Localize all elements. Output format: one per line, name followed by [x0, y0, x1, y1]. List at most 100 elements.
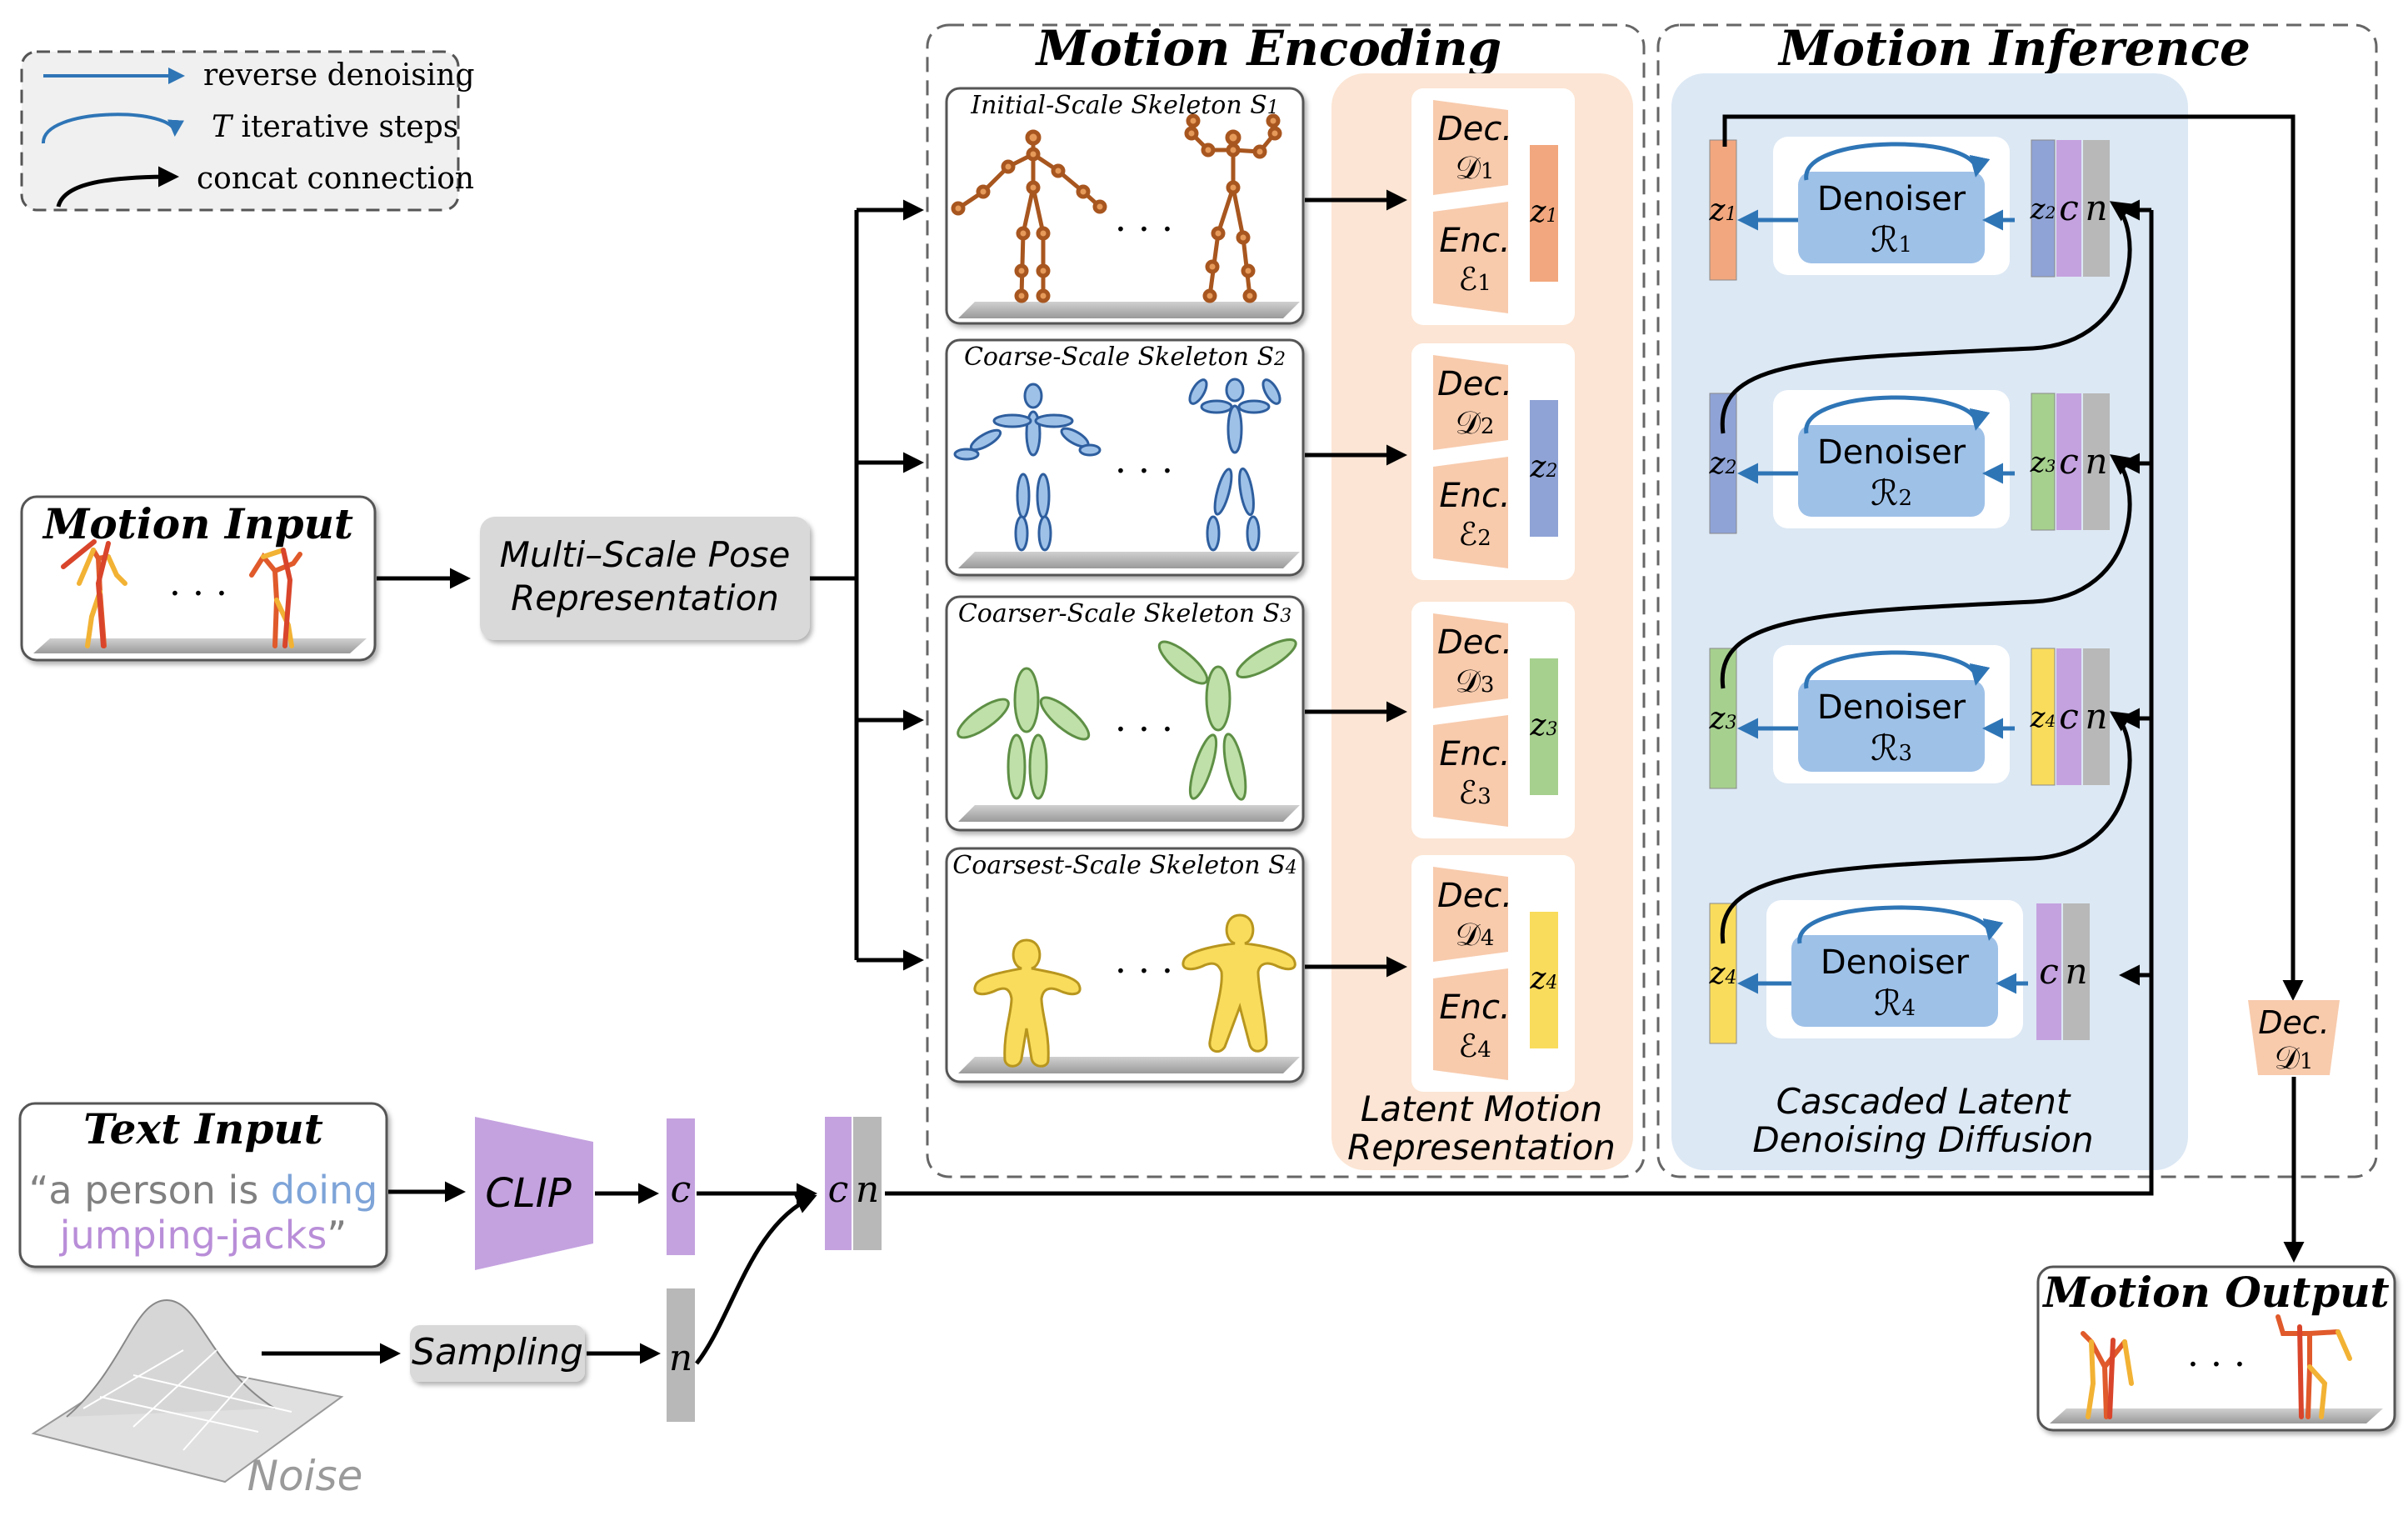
denoiser-symbol: ℛ2: [1871, 473, 1912, 513]
ellipsis: · · ·: [1115, 208, 1173, 251]
latent-z-label: z4: [1530, 962, 1558, 996]
floor: [2050, 1408, 2383, 1423]
dec-label: Dec.: [1437, 623, 1512, 662]
encoder-shape: [1433, 968, 1508, 1080]
clip-label: CLIP: [485, 1170, 571, 1217]
encoder-shape: [1433, 715, 1508, 827]
denoiser-label: Denoiser: [1817, 180, 1966, 218]
latent-z-bar: [1530, 658, 1558, 795]
latent-z-label: z2: [1530, 450, 1558, 484]
legend-concat-connection: concat connection: [197, 162, 474, 196]
denoiser-symbol: ℛ3: [1871, 728, 1912, 768]
cn-feed-line: [885, 210, 2154, 1196]
legend-reverse-denoising: reverse denoising: [203, 58, 475, 93]
enc-label: Enc.: [1439, 735, 1510, 773]
enc-symbol: ℰ3: [1458, 774, 1491, 811]
multi-scale-line2: Representation: [511, 578, 779, 618]
enc-symbol: ℰ1: [1458, 261, 1491, 298]
dec-symbol: 𝒟2: [1456, 404, 1495, 441]
c-symbol: c: [2059, 441, 2079, 482]
motion-encoding-frame: [926, 23, 1646, 1178]
noise-n: n: [667, 1288, 695, 1422]
denoiser-block: [1798, 680, 1985, 772]
ellipsis: · · ·: [1115, 950, 1173, 993]
sampling-label: Sampling: [412, 1331, 583, 1373]
skeleton-figure: [2081, 1331, 2134, 1419]
denoiser-block: [1791, 935, 1998, 1027]
decoder-shape: [1433, 100, 1508, 195]
ellipsis: · · ·: [169, 573, 227, 615]
motion-input-box: Motion Input · · ·: [20, 495, 377, 662]
n-bar: [2083, 140, 2110, 277]
n-symbol: n: [2085, 188, 2107, 228]
floor: [33, 638, 367, 653]
output-decoder-symbol: 𝒟1: [2275, 1039, 2314, 1076]
n-bar: [2083, 393, 2110, 530]
latent-motion-label-2: Representation: [1347, 1127, 1616, 1168]
text-prompt-line2: jumping-jacks”: [59, 1213, 347, 1258]
skeleton-box-3: Coarser-Scale Skeleton S3 · · ·: [945, 595, 1305, 832]
n-symbol: n: [2085, 441, 2107, 482]
n-bar: [2063, 903, 2090, 1040]
floor: [958, 552, 1300, 568]
c-symbol: c: [2059, 696, 2079, 737]
iterative-loop-arrow: [1804, 142, 1991, 181]
skeleton-figure: [951, 129, 1107, 303]
denoiser-block: [1798, 172, 1985, 263]
skeleton-figure: [2276, 1314, 2352, 1419]
skeleton-figure: [249, 548, 302, 648]
motion-inference-title: Motion Inference: [1777, 20, 2251, 77]
c-symbol: c: [828, 1168, 849, 1211]
ellipsis: · · ·: [2187, 1343, 2246, 1386]
ellipsis: · · ·: [1115, 708, 1173, 751]
concat-connection-2-1: [1720, 201, 2133, 434]
latent-z-bar: [1530, 400, 1558, 537]
motion-input-title: Motion Input: [42, 499, 353, 548]
n-symbol: n: [856, 1168, 879, 1211]
text-input-box: Text Input “a person is doing jumping-ja…: [18, 1102, 388, 1268]
c-bar: [2036, 903, 2061, 1040]
legend: reverse denoising T iterative steps conc…: [20, 50, 475, 212]
cascade-label-2: Denoising Diffusion: [1752, 1119, 2093, 1160]
skeleton-box-2: Coarse-Scale Skeleton S2 · · ·: [945, 338, 1305, 577]
skeleton-label-1: Initial-Scale Skeleton S1: [970, 91, 1279, 120]
motion-output-title: Motion Output: [2041, 1268, 2389, 1317]
output-decoder: Dec. 𝒟1: [2248, 1000, 2340, 1076]
c-bar: [2056, 140, 2081, 277]
skeleton-figure: [953, 383, 1102, 552]
c-symbol: c: [2059, 188, 2079, 228]
z-input-bar: [2031, 139, 2056, 278]
iterative-loop-arrow: [1804, 650, 1991, 689]
dec-symbol: 𝒟3: [1456, 663, 1495, 699]
denoiser-label: Denoiser: [1817, 433, 1966, 472]
enc-symbol: ℰ4: [1458, 1028, 1491, 1064]
concat-cn: c n: [825, 1117, 882, 1250]
latent-z-bar: [1530, 912, 1558, 1048]
z1-to-decoder-line: [1722, 114, 2296, 975]
noise-surface: Noise: [31, 1298, 363, 1500]
z-input-label: z3: [2030, 446, 2056, 479]
n-symbol: n: [2065, 951, 2087, 992]
floor: [958, 302, 1300, 318]
dec-label: Dec.: [1437, 110, 1512, 148]
latent-motion-label-1: Latent Motion: [1361, 1088, 1602, 1129]
motion-output-box: Motion Output · · ·: [2036, 1265, 2396, 1432]
output-decoder-label: Dec.: [2258, 1004, 2330, 1041]
concat-connection-3-2: [1720, 454, 2133, 689]
encoder-shape: [1433, 202, 1508, 313]
skeleton-figure: [1157, 638, 1297, 801]
decoder-shape: [1433, 355, 1508, 450]
z-input-bar: [2031, 393, 2056, 531]
enc-label: Enc.: [1439, 222, 1510, 260]
skeleton-box-1: Initial-Scale Skeleton S1 · · ·: [945, 87, 1305, 325]
skeleton-figure: [957, 667, 1091, 800]
noise-label: Noise: [247, 1452, 363, 1500]
encoder-shape: [1433, 457, 1508, 568]
z-output-bar: [1709, 139, 1737, 281]
